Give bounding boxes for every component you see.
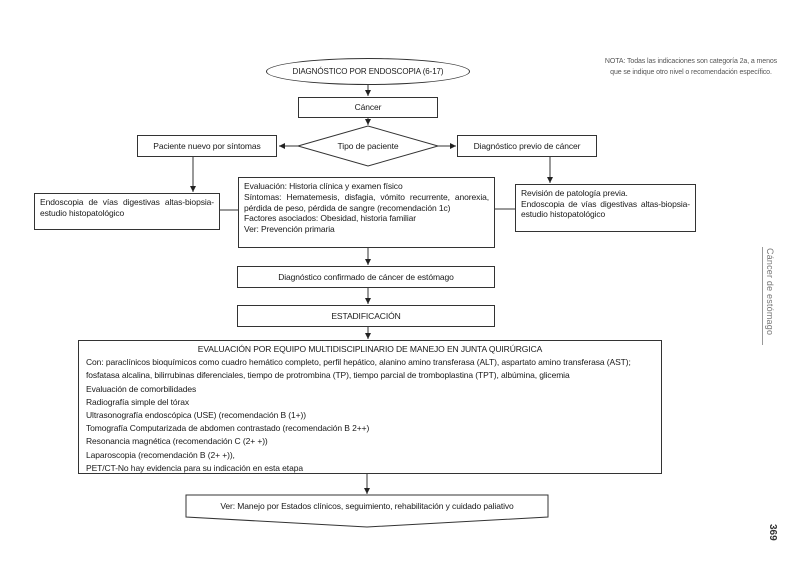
start-ellipse-label: DIAGNÓSTICO POR ENDOSCOPIA (6-17) — [292, 67, 444, 76]
chapter-title-vertical: Cáncer de estómago — [765, 248, 775, 336]
staging-box: ESTADIFICACIÓN — [237, 305, 495, 327]
team-evaluation-line: Resonancia magnética (recomendación C (2… — [86, 436, 268, 447]
category-note-line2: que se indique otro nivel o recomendació… — [610, 69, 772, 76]
previous-diagnosis-box: Diagnóstico previo de cáncer — [457, 135, 597, 157]
evaluation-line: Evaluación: Historia clínica y examen fí… — [244, 181, 403, 191]
endoscopy-box: Endoscopia de vías digestivas altas-biop… — [34, 193, 220, 230]
endoscopy-box-label: Endoscopia de vías digestivas altas-biop… — [40, 197, 214, 218]
team-evaluation-line: Laparoscopia (recomendación B (2+ +)), — [86, 449, 235, 460]
pathology-review-line: Endoscopia de vías digestivas altas-biop… — [521, 198, 690, 220]
cancer-box-label: Cáncer — [354, 102, 382, 113]
patient-type-decision-label: Tipo de paciente — [337, 141, 399, 151]
see-also-label: Ver: Manejo por Estados clínicos, seguim… — [220, 501, 514, 511]
team-evaluation-line: Radiografía simple del tórax — [86, 396, 190, 407]
team-evaluation-line: Con: paraclínicos bioquímicos como cuadr… — [86, 357, 631, 381]
chapter-margin-rule — [762, 247, 763, 345]
patient-type-decision: Tipo de paciente — [298, 136, 438, 156]
team-evaluation-line: Tomografía Computarizada de abdomen cont… — [86, 423, 370, 434]
team-evaluation-line: Ultrasonografía endoscópica (USE) (recom… — [86, 410, 306, 421]
start-ellipse: DIAGNÓSTICO POR ENDOSCOPIA (6-17) — [266, 58, 470, 85]
new-patient-box-label: Paciente nuevo por síntomas — [153, 140, 261, 151]
new-patient-box: Paciente nuevo por síntomas — [137, 135, 277, 157]
cancer-box: Cáncer — [298, 97, 438, 118]
page-number: 369 — [767, 524, 778, 541]
category-note: NOTA: Todas las indicaciones son categor… — [590, 56, 792, 78]
confirmed-diagnosis-box: Diagnóstico confirmado de cáncer de estó… — [237, 266, 495, 288]
category-note-line1: NOTA: Todas las indicaciones son categor… — [604, 58, 778, 65]
evaluation-line: Ver: Prevención primaria — [244, 224, 335, 235]
team-evaluation-line: Evaluación de comorbilidades — [86, 383, 197, 394]
evaluation-box: Evaluación: Historia clínica y examen fí… — [238, 177, 495, 248]
confirmed-diagnosis-label: Diagnóstico confirmado de cáncer de estó… — [278, 271, 454, 282]
staging-box-label: ESTADIFICACIÓN — [331, 310, 401, 321]
pathology-review-line: Revisión de patología previa. — [521, 188, 628, 198]
team-evaluation-line: PET/CT-No hay evidencia para su indicaci… — [86, 462, 303, 473]
team-evaluation-box: EVALUACIÓN POR EQUIPO MULTIDISCIPLINARIO… — [78, 340, 662, 474]
see-also-box: Ver: Manejo por Estados clínicos, seguim… — [186, 495, 548, 517]
evaluation-line: Síntomas: Hematemesis, disfagia, vómito … — [244, 191, 489, 213]
team-evaluation-title: EVALUACIÓN POR EQUIPO MULTIDISCIPLINARIO… — [197, 344, 543, 354]
pathology-review-box: Revisión de patología previa. Endoscopia… — [515, 184, 696, 232]
previous-diagnosis-box-label: Diagnóstico previo de cáncer — [473, 140, 581, 151]
evaluation-line: Factores asociados: Obesidad, historia f… — [244, 213, 416, 224]
